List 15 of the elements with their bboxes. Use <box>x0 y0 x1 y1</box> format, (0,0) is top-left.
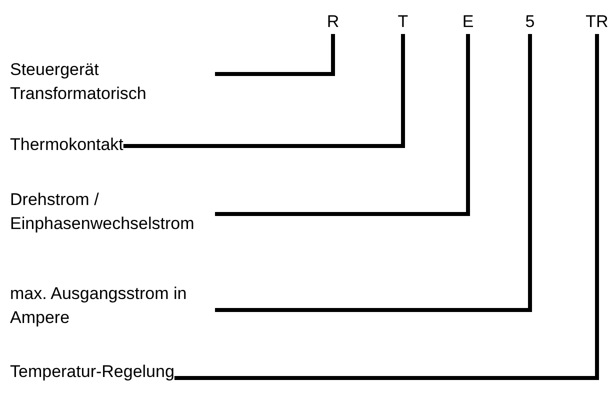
description-text: Drehstrom / Einphasenwechselstrom <box>10 188 215 236</box>
leader-line <box>215 34 532 312</box>
leader-line <box>215 34 470 216</box>
description-text: Temperatur-Regelung <box>10 360 174 384</box>
type-code-letter: E <box>462 10 474 34</box>
type-code-letter: T <box>398 10 408 34</box>
type-code-letter: R <box>326 10 340 34</box>
description-text: max. Ausgangsstrom in Ampere <box>10 282 215 330</box>
leader-line <box>215 34 335 76</box>
type-code-letter: 5 <box>525 10 535 34</box>
description-text: Steuergerät Transformatorisch <box>10 58 215 106</box>
leader-line <box>123 34 405 148</box>
description-text: Thermokontakt <box>10 133 124 157</box>
type-code-letter: TR <box>586 10 608 34</box>
leader-line <box>174 34 599 380</box>
